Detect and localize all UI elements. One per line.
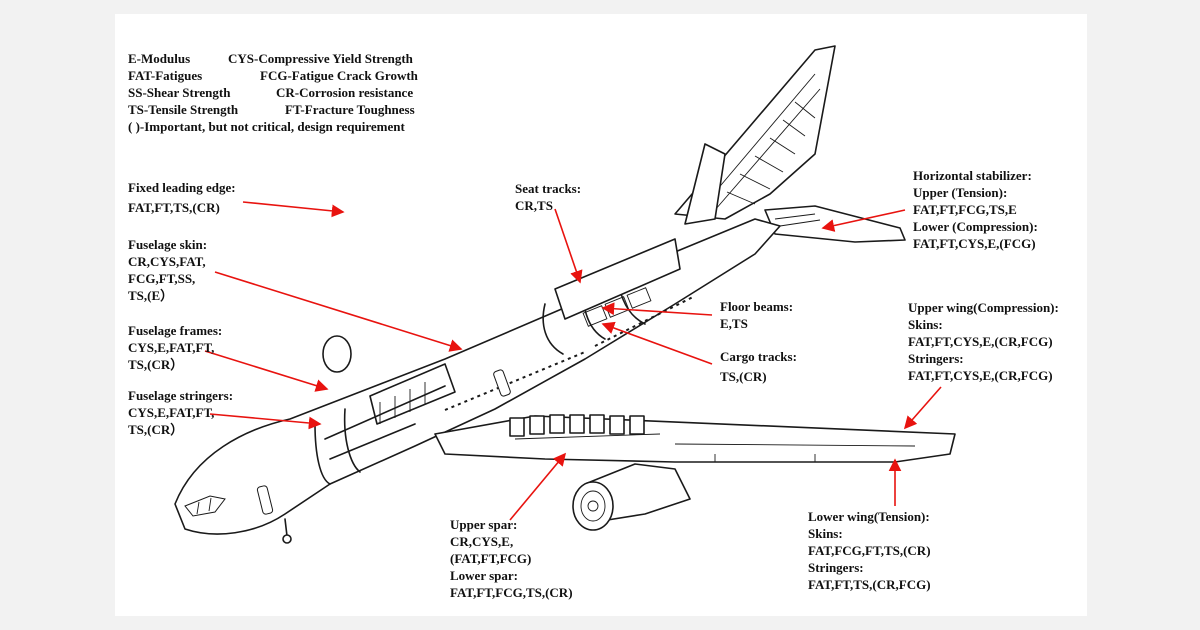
arrow-fuselage-stringers (209, 413, 322, 430)
label-line: CYS,E,FAT,FT, (128, 405, 215, 420)
legend-term: TS-Tensile Strength (128, 102, 239, 117)
label-lower-wing: Lower wing(Tension): Skins: FAT,FCG,FT,T… (808, 508, 931, 593)
diagram-canvas: E-Modulus CYS-Compressive Yield Strength… (115, 14, 1087, 616)
label-line: Stringers: (808, 560, 864, 575)
forward-door (256, 485, 274, 515)
arrow-cargo-tracks (601, 321, 713, 365)
label-line: CR,CYS,FAT, (128, 254, 206, 269)
label-seat-tracks: Seat tracks: CR,TS (515, 180, 581, 214)
label-title: Fuselage frames: (128, 323, 223, 338)
left-engine-nacelle (322, 335, 352, 373)
label-line: FCG,FT,SS, (128, 271, 196, 286)
label-line: Skins: (908, 317, 943, 332)
label-cargo-tracks: Cargo tracks: TS,(CR) (720, 348, 797, 385)
wing-ribs (509, 414, 645, 437)
arrow-upper-wing (903, 386, 942, 430)
label-fixed-leading-edge: Fixed leading edge: FAT,FT,TS,(CR) (128, 179, 236, 216)
fuselage-body (174, 218, 781, 535)
label-line: E,TS (720, 316, 748, 331)
label-spars: Upper spar: CR,CYS,E, (FAT,FT,FCG) Lower… (450, 516, 573, 601)
label-line: FAT,FT,CYS,E,(FCG) (913, 236, 1036, 251)
label-title: Upper spar: (450, 517, 518, 532)
label-title: Seat tracks: (515, 181, 582, 196)
label-upper-wing: Upper wing(Compression): Skins: FAT,FT,C… (908, 299, 1059, 384)
legend-term: SS-Shear Strength (128, 85, 231, 100)
label-line: FAT,FT,CYS,E,(CR,FCG) (908, 334, 1053, 349)
arrow-floor-beams (601, 302, 713, 316)
label-title: Lower wing(Tension): (808, 509, 930, 524)
legend-row: TS-Tensile Strength FT-Fracture Toughnes… (128, 101, 448, 118)
legend-note: ( )-Important, but not critical, design … (128, 119, 405, 134)
legend-row: SS-Shear Strength CR-Corrosion resistanc… (128, 84, 448, 101)
label-line: Stringers: (908, 351, 964, 366)
legend-term: FAT-Fatigues (128, 68, 203, 83)
label-title: Fixed leading edge: (128, 180, 236, 195)
legend-term: CR-Corrosion resistance (276, 85, 414, 100)
cabin-windows (444, 295, 696, 411)
wing-flaps (514, 433, 916, 462)
label-line: CR,CYS,E, (450, 534, 514, 549)
dorsal-fin (684, 143, 726, 225)
label-line: FAT,FT,FCG,TS,(CR) (450, 585, 573, 600)
label-line: Lower (Compression): (913, 219, 1038, 234)
legend-term: CYS-Compressive Yield Strength (228, 51, 413, 66)
stabilizer-ribs (774, 213, 821, 227)
forward-cutaway-frames (314, 363, 456, 485)
arrow-spars (509, 452, 567, 521)
label-line: TS,(CR） (128, 422, 184, 437)
callout-arrows (204, 201, 942, 521)
legend-term: FT-Fracture Toughness (285, 102, 415, 117)
arrow-fuselage-skin (214, 271, 463, 352)
legend-row: E-Modulus CYS-Compressive Yield Strength (128, 50, 448, 67)
mid-door (493, 369, 511, 397)
arrow-fixed-leading-edge (242, 201, 345, 218)
label-line: CR,TS (515, 198, 553, 213)
label-fuselage-skin: Fuselage skin: CR,CYS,FAT, FCG,FT,SS, TS… (128, 236, 207, 304)
arrow-seat-tracks (554, 208, 583, 284)
legend: E-Modulus CYS-Compressive Yield Strength… (128, 50, 448, 135)
label-line: FAT,FT,TS,(CR) (128, 200, 220, 215)
label-line: Upper (Tension): (913, 185, 1008, 200)
legend-term: FCG-Fatigue Crack Growth (260, 68, 418, 83)
label-line: FAT,FT,FCG,TS,E (913, 202, 1017, 217)
label-title: Fuselage stringers: (128, 388, 234, 403)
rear-cutaway (542, 238, 681, 355)
label-title: Cargo tracks: (720, 349, 797, 364)
label-line: CYS,E,FAT,FT, (128, 340, 215, 355)
label-fuselage-frames: Fuselage frames: CYS,E,FAT,FT, TS,(CR） (128, 322, 222, 373)
label-floor-beams: Floor beams: E,TS (720, 298, 793, 332)
label-title: Floor beams: (720, 299, 794, 314)
label-fuselage-stringers: Fuselage stringers: CYS,E,FAT,FT, TS,(CR… (128, 387, 233, 438)
legend-term: E-Modulus (128, 51, 191, 66)
label-line: TS,(CR） (128, 357, 184, 372)
label-line: Skins: (808, 526, 843, 541)
arrow-fuselage-frames (204, 350, 329, 392)
nose-gear (282, 518, 292, 544)
label-line: TS,(E） (128, 288, 174, 303)
arrow-horizontal-stabilizer (821, 209, 906, 232)
label-line: TS,(CR) (720, 369, 767, 384)
label-title: Upper wing(Compression): (908, 300, 1059, 315)
forward-frames-detail (379, 382, 426, 424)
label-line: FAT,FT,CYS,E,(CR,FCG) (908, 368, 1053, 383)
label-line: FAT,FCG,FT,TS,(CR) (808, 543, 931, 558)
engine (572, 463, 691, 531)
label-line: Lower spar: (450, 568, 519, 583)
label-horizontal-stabilizer: Horizontal stabilizer: Upper (Tension): … (913, 167, 1038, 252)
label-line: FAT,FT,TS,(CR,FCG) (808, 577, 931, 592)
legend-row: FAT-Fatigues FCG-Fatigue Crack Growth (128, 67, 448, 84)
label-title: Horizontal stabilizer: (913, 168, 1032, 183)
label-title: Fuselage skin: (128, 237, 208, 252)
cockpit-windshield (184, 495, 226, 517)
label-line: (FAT,FT,FCG) (450, 551, 532, 566)
fin-structure (704, 73, 821, 211)
